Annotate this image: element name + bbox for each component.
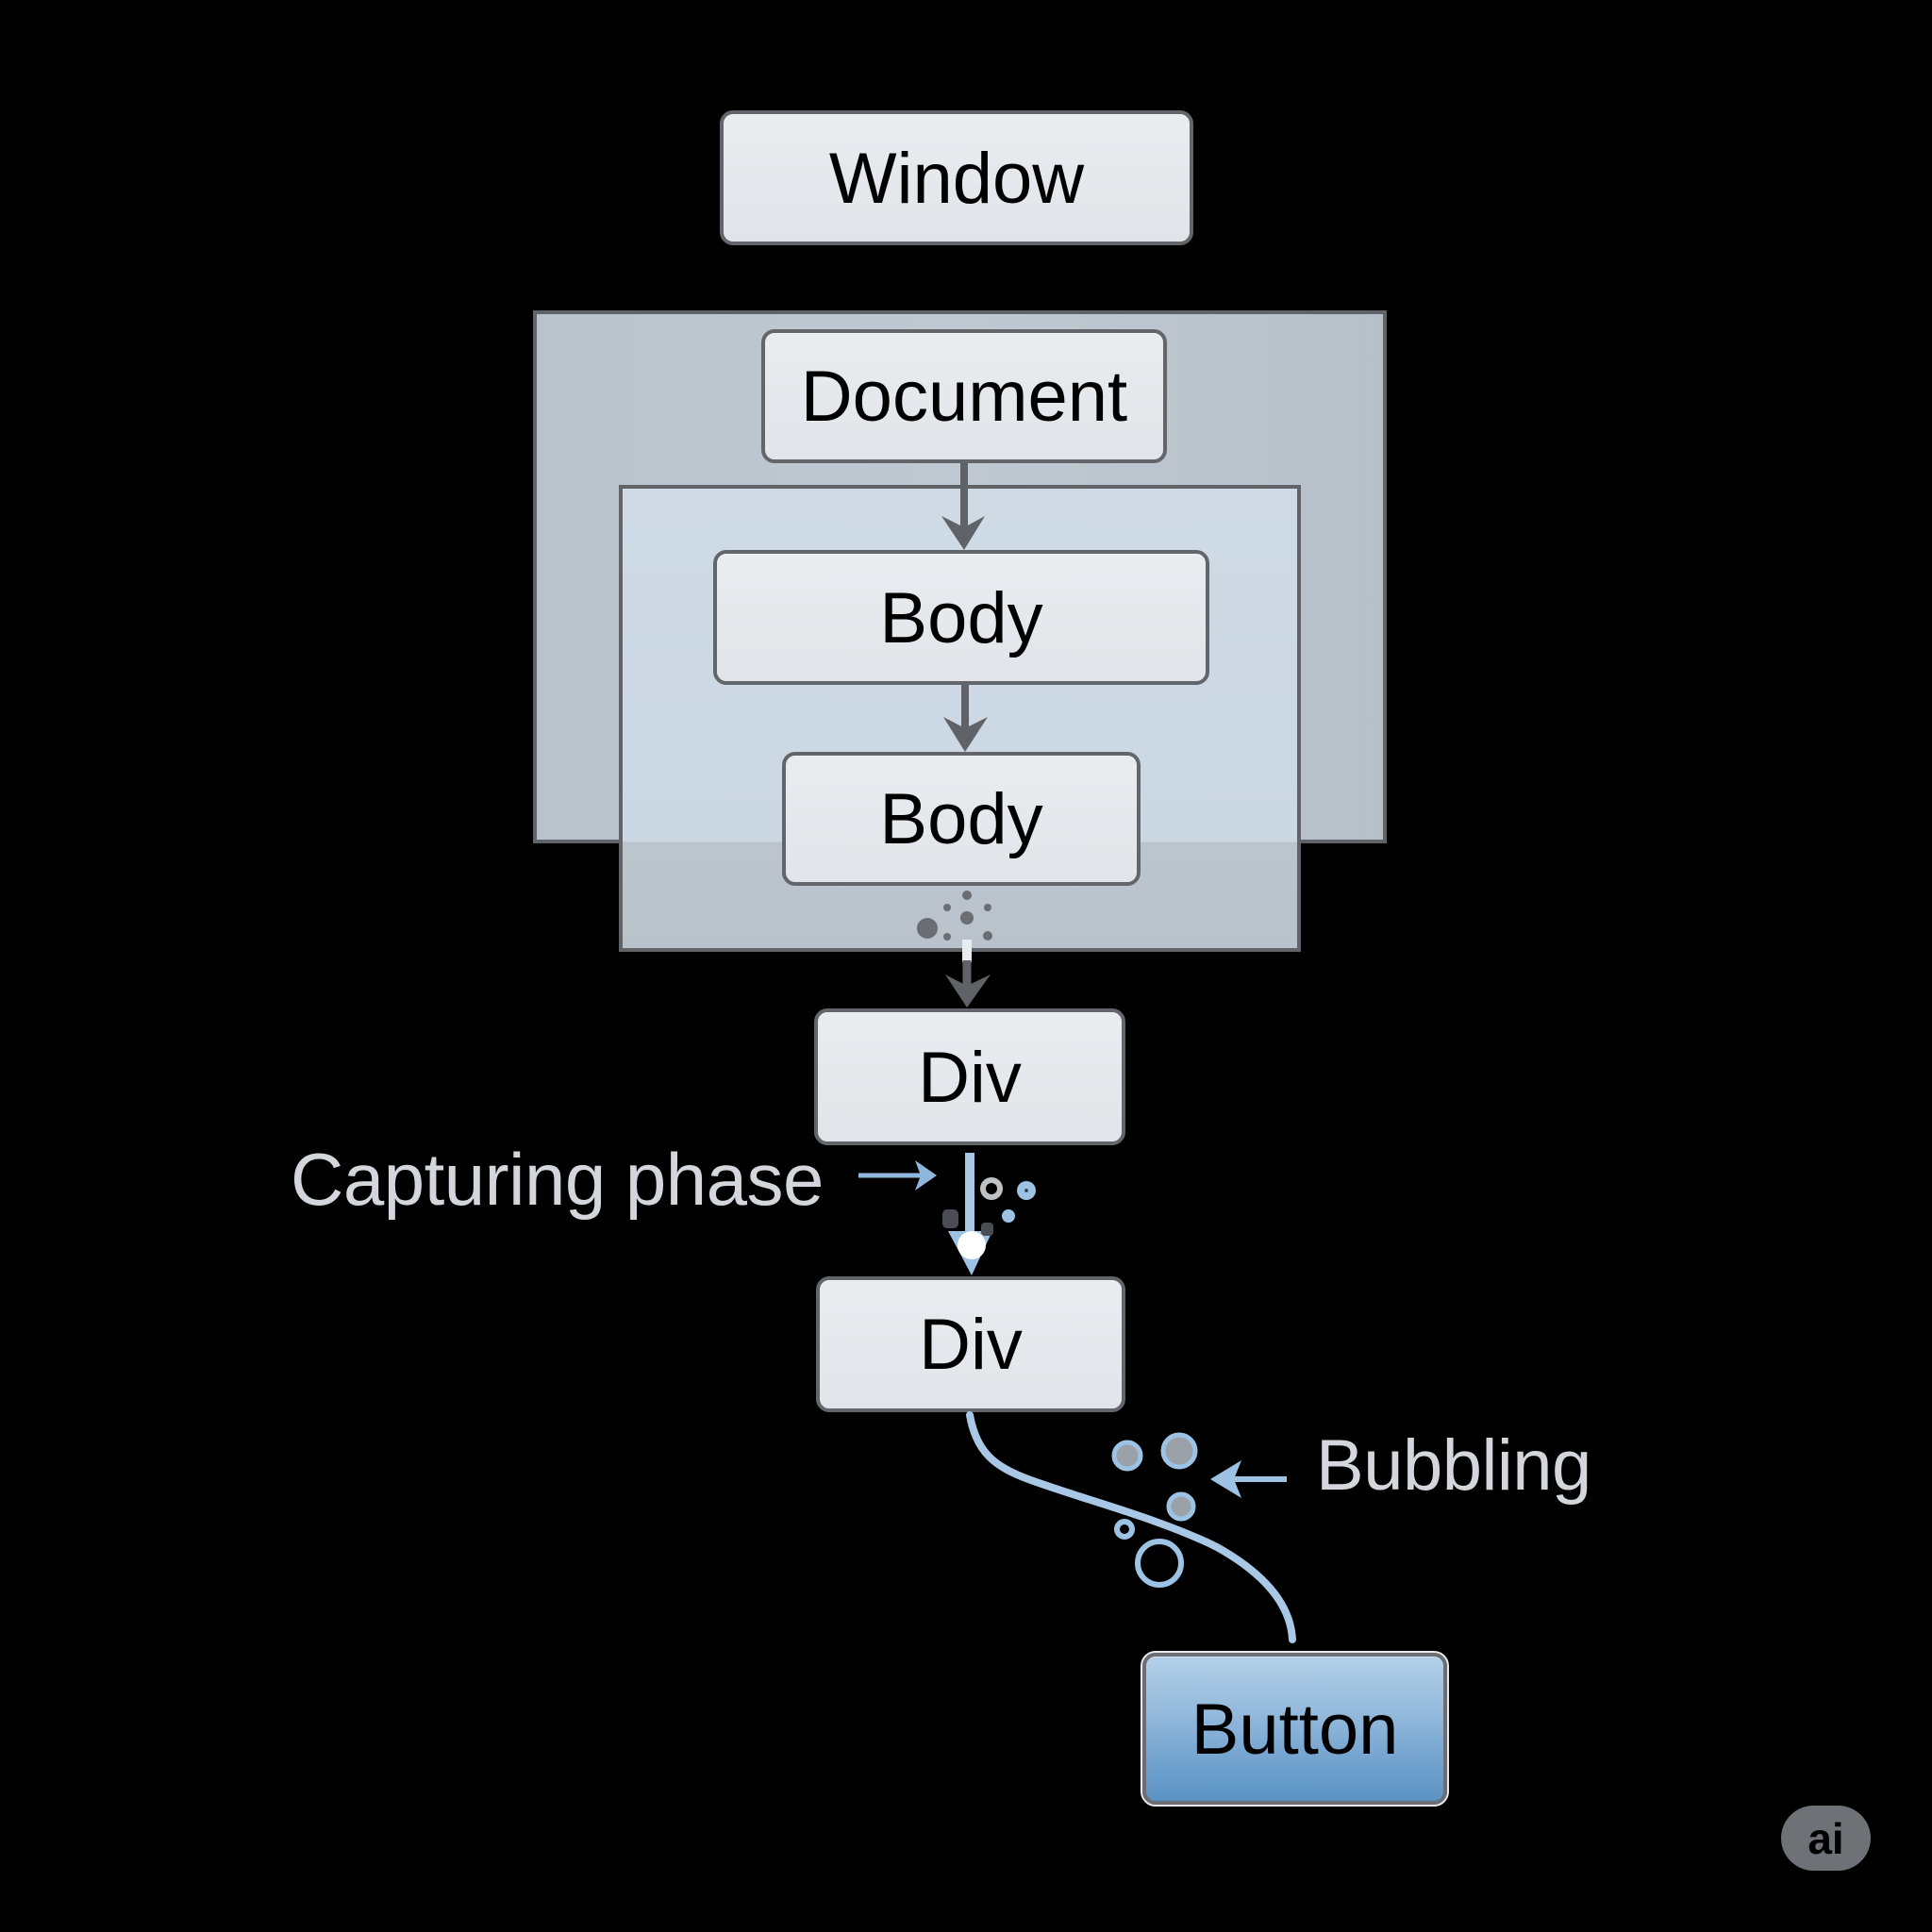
body-node-2-label: Body (879, 779, 1043, 859)
document-node-label: Document (800, 357, 1128, 437)
particle-ring (980, 1177, 1003, 1200)
bubble (1166, 1491, 1196, 1522)
bubble-ring (1135, 1539, 1184, 1588)
particle-dot (942, 1209, 958, 1228)
bubbling-curve (966, 1411, 1296, 1643)
document-node: Document (761, 329, 1167, 463)
capturing-phase-label: Capturing phase (291, 1138, 824, 1221)
bubbling-pointer-arrow (1210, 1460, 1287, 1498)
arrow-down-icon (945, 974, 991, 1008)
div-node-2: Div (816, 1276, 1125, 1412)
div-node-1: Div (814, 1008, 1125, 1145)
event-particle (958, 1231, 986, 1259)
capturing-flow-shaft (965, 1153, 974, 1238)
bubbling-label: Bubbling (1316, 1425, 1591, 1506)
arrow-left-icon (1210, 1460, 1241, 1498)
particle-dot-center (1024, 1189, 1028, 1192)
particle-dot (1002, 1209, 1015, 1223)
capturing-flow (942, 1153, 1036, 1275)
body-node-2: Body (782, 752, 1141, 886)
div-node-2-label: Div (919, 1305, 1023, 1385)
button-node[interactable]: Button (1141, 1651, 1449, 1807)
body-node-1: Body (713, 550, 1209, 685)
arrow-right-icon (915, 1160, 937, 1191)
particle-dot (1017, 1181, 1036, 1200)
arrow-down-icon (948, 1231, 992, 1275)
bubble (1160, 1432, 1198, 1470)
bubble-ring (1114, 1519, 1135, 1540)
bubbling-flow (966, 1411, 1296, 1643)
window-node-label: Window (828, 138, 1085, 219)
ai-badge-label: ai (1807, 1813, 1844, 1863)
div-node-1-label: Div (918, 1037, 1022, 1118)
bubble (1111, 1440, 1143, 1472)
ai-badge: ai (1781, 1806, 1871, 1871)
capturing-pointer-arrow (858, 1160, 937, 1191)
window-node: Window (720, 110, 1193, 245)
body-node-1-label: Body (879, 577, 1043, 658)
button-node-label: Button (1191, 1689, 1399, 1770)
particle-dot (981, 1223, 993, 1236)
